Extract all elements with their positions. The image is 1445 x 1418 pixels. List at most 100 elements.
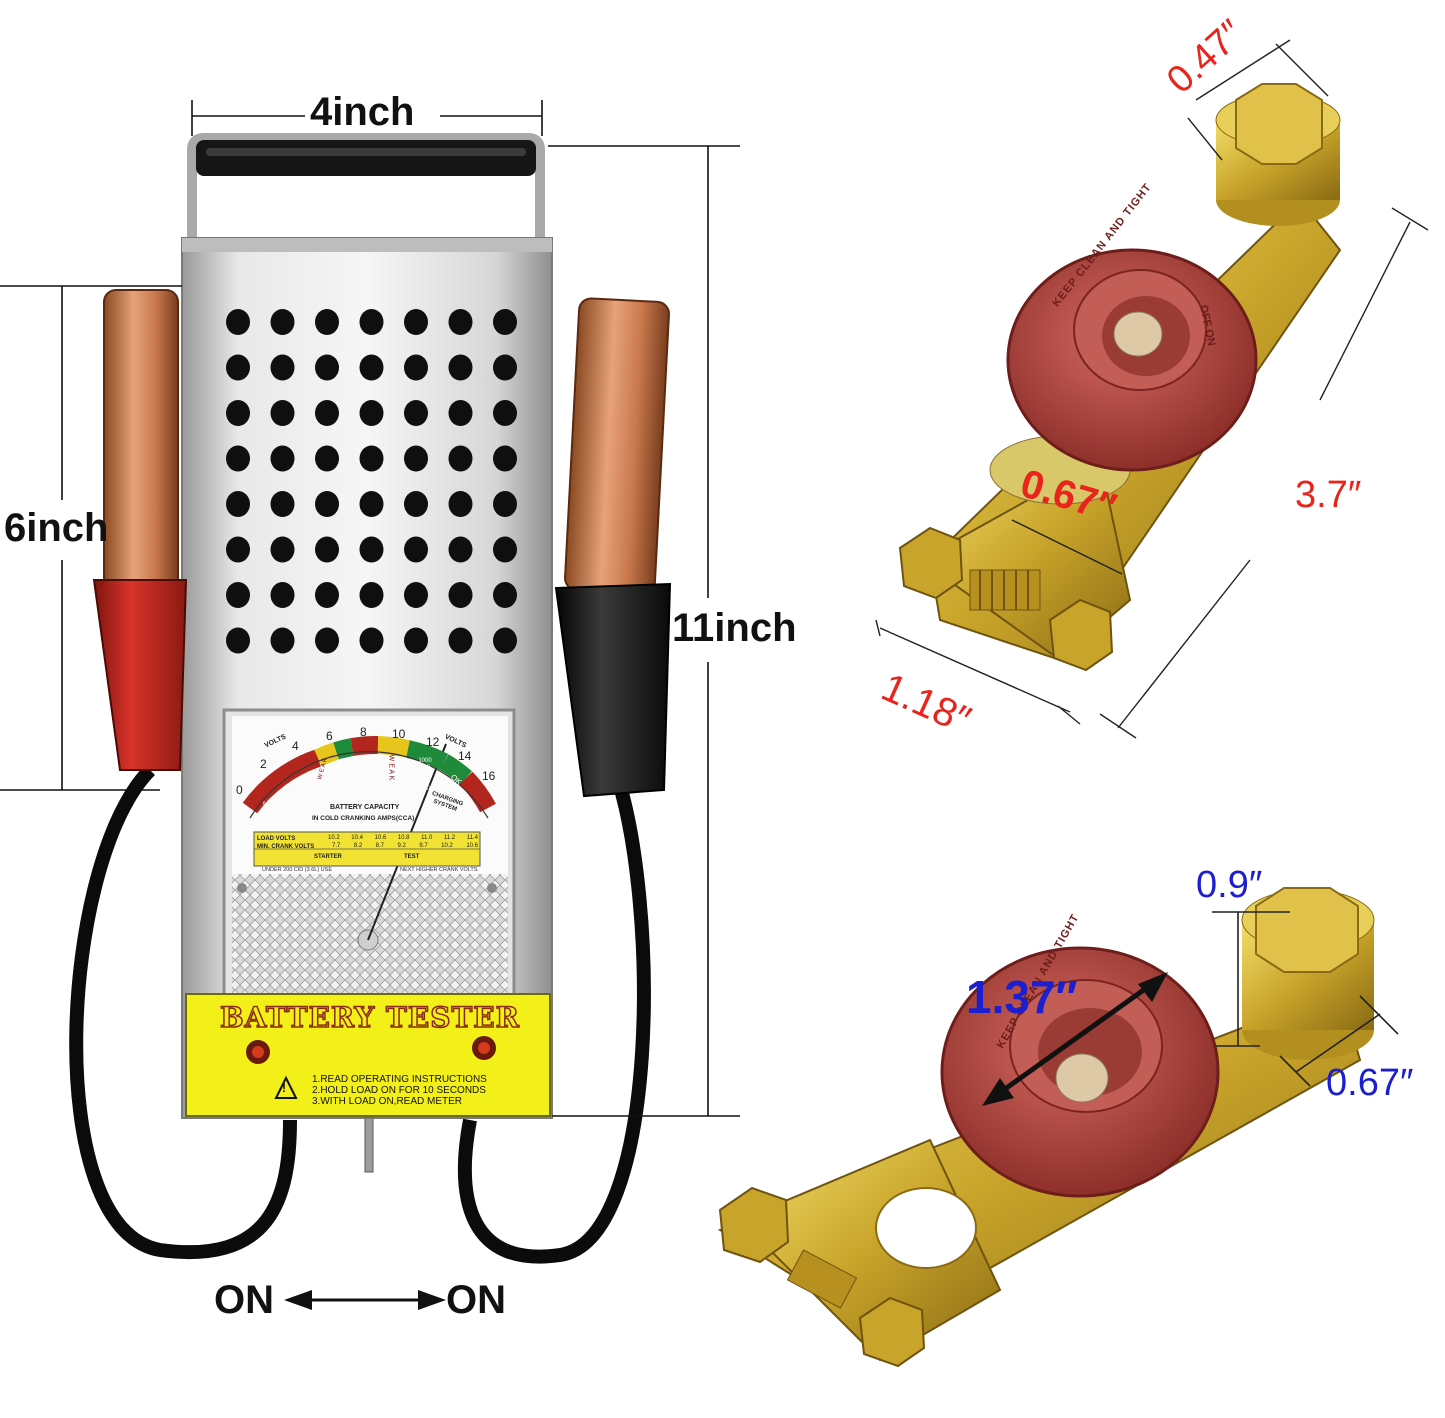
footnote-right: NEXT HIGHER CRANK VOLTS. bbox=[400, 867, 479, 873]
vent-hole bbox=[226, 400, 250, 426]
vent-hole bbox=[493, 400, 517, 426]
vent-hole bbox=[404, 445, 428, 472]
vent-hole bbox=[315, 627, 339, 654]
clamp-height-dimension-label: 6inch bbox=[4, 506, 109, 550]
vent-hole bbox=[359, 491, 384, 517]
instructions: 1.READ OPERATING INSTRUCTIONS 2.HOLD LOA… bbox=[312, 1074, 487, 1107]
vent-hole bbox=[404, 536, 428, 563]
mc-0: 7.7 bbox=[332, 843, 341, 849]
scale-16: 16 bbox=[482, 769, 496, 783]
warning-icon: ! bbox=[282, 1081, 286, 1095]
switch-left-label: ON bbox=[214, 1278, 274, 1322]
load-volts-table: LOAD VOLTS MIN. CRANK VOLTS STARTER TEST… bbox=[254, 832, 480, 866]
min-crank-label: MIN. CRANK VOLTS bbox=[257, 844, 315, 850]
vent-hole bbox=[448, 627, 473, 654]
scale-14: 14 bbox=[458, 749, 472, 763]
vent-hole bbox=[226, 309, 250, 335]
vent-holes bbox=[226, 309, 517, 654]
vent-hole bbox=[404, 309, 428, 335]
vent-hole bbox=[270, 400, 295, 426]
vent-hole bbox=[448, 354, 473, 381]
vent-hole bbox=[404, 582, 428, 608]
scale-8: 8 bbox=[360, 725, 367, 739]
vent-hole bbox=[404, 491, 428, 517]
mc-6: 10.6 bbox=[466, 843, 478, 849]
zone-bad-right: B A D bbox=[359, 756, 367, 775]
vent-hole bbox=[448, 536, 473, 563]
vent-hole bbox=[404, 627, 428, 654]
vent-hole bbox=[226, 627, 250, 654]
vent-hole bbox=[404, 354, 428, 381]
cca-values: 1000 800 600 400 200 bbox=[410, 758, 440, 793]
vent-hole bbox=[448, 400, 473, 426]
dim-length-top: 3.7″ bbox=[1295, 474, 1362, 516]
vent-hole bbox=[315, 536, 339, 563]
mc-1: 8.2 bbox=[353, 843, 363, 849]
panel-title: BATTERY TESTER bbox=[219, 1001, 520, 1034]
vent-hole bbox=[226, 582, 250, 608]
lv-6: 11.4 bbox=[466, 835, 478, 841]
vent-hole bbox=[493, 582, 517, 608]
vent-hole bbox=[493, 354, 517, 381]
vent-hole bbox=[404, 400, 428, 426]
load-volts-values: 10.2 10.4 10.6 10.8 11.0 11.2 11.4 bbox=[328, 835, 478, 841]
vent-hole bbox=[493, 536, 517, 563]
footnote-left: UNDER 200 CID (3.6L) USE bbox=[262, 867, 332, 873]
vent-hole bbox=[493, 627, 517, 654]
vent-hole bbox=[315, 400, 339, 426]
mc-5: 10.2 bbox=[441, 843, 453, 849]
mc-4: 9.7 bbox=[419, 843, 428, 849]
vent-hole bbox=[359, 400, 384, 426]
instruction-3: 3.WITH LOAD ON,READ METER bbox=[312, 1096, 463, 1107]
mc-3: 9.2 bbox=[397, 843, 406, 849]
vent-hole bbox=[270, 354, 295, 381]
vent-hole bbox=[270, 491, 295, 517]
zone-weak-right: W E A K bbox=[387, 754, 395, 781]
vent-hole bbox=[448, 445, 473, 472]
instruction-2: 2.HOLD LOAD ON FOR 10 SECONDS bbox=[312, 1085, 486, 1096]
vent-hole bbox=[270, 309, 295, 335]
vent-hole bbox=[359, 582, 384, 608]
vent-hole bbox=[315, 491, 339, 517]
scale-6: 6 bbox=[326, 729, 333, 743]
instruction-1: 1.READ OPERATING INSTRUCTIONS bbox=[312, 1074, 487, 1085]
vent-hole bbox=[448, 491, 473, 517]
lv-1: 10.4 bbox=[351, 835, 363, 841]
vent-hole bbox=[226, 536, 250, 563]
vent-hole bbox=[493, 309, 517, 335]
width-dimension-label: 4inch bbox=[310, 90, 415, 134]
vent-hole bbox=[270, 445, 295, 472]
scale-0: 0 bbox=[236, 783, 243, 797]
capacity-line1: BATTERY CAPACITY bbox=[330, 804, 400, 811]
vent-hole bbox=[270, 536, 295, 563]
vent-hole bbox=[315, 354, 339, 381]
test-label: TEST bbox=[404, 854, 420, 860]
vent-hole bbox=[493, 445, 517, 472]
load-volts-label: LOAD VOLTS bbox=[257, 836, 296, 842]
vent-hole bbox=[226, 354, 250, 381]
dim-height-bottom: 0.9″ bbox=[1196, 864, 1263, 906]
mc-2: 8.7 bbox=[375, 843, 384, 849]
vent-hole bbox=[315, 309, 339, 335]
vent-hole bbox=[315, 582, 339, 608]
starter-label: STARTER bbox=[314, 854, 342, 860]
vent-hole bbox=[226, 491, 250, 517]
lv-5: 11.2 bbox=[443, 835, 456, 841]
vent-hole bbox=[448, 309, 473, 335]
total-height-dimension-label: 11inch bbox=[672, 606, 797, 650]
terminal-top-illustration bbox=[875, 39, 1429, 739]
vent-hole bbox=[270, 627, 295, 654]
cca-400: 400 bbox=[419, 779, 430, 785]
meter-scale: 0 2 4 6 8 10 12 14 16 bbox=[232, 726, 508, 806]
cca-1000: 1000 bbox=[418, 758, 432, 764]
vent-hole bbox=[226, 445, 250, 472]
scale-2: 2 bbox=[260, 757, 267, 771]
switch-right-label: ON bbox=[446, 1278, 506, 1322]
scale-4: 4 bbox=[292, 739, 299, 753]
min-crank-values: 7.7 8.2 8.7 9.2 9.7 10.2 10.6 bbox=[332, 843, 478, 849]
cca-600: 600 bbox=[419, 772, 430, 778]
dim-knob-bottom: 1.37″ bbox=[966, 971, 1078, 1023]
battery-tester-section: VOLTS VOLTS 0 2 4 6 8 10 12 14 16 B A D … bbox=[0, 90, 797, 1322]
dim-bolt-bottom: 0.67″ bbox=[1326, 1062, 1414, 1104]
vent-hole bbox=[448, 582, 473, 608]
